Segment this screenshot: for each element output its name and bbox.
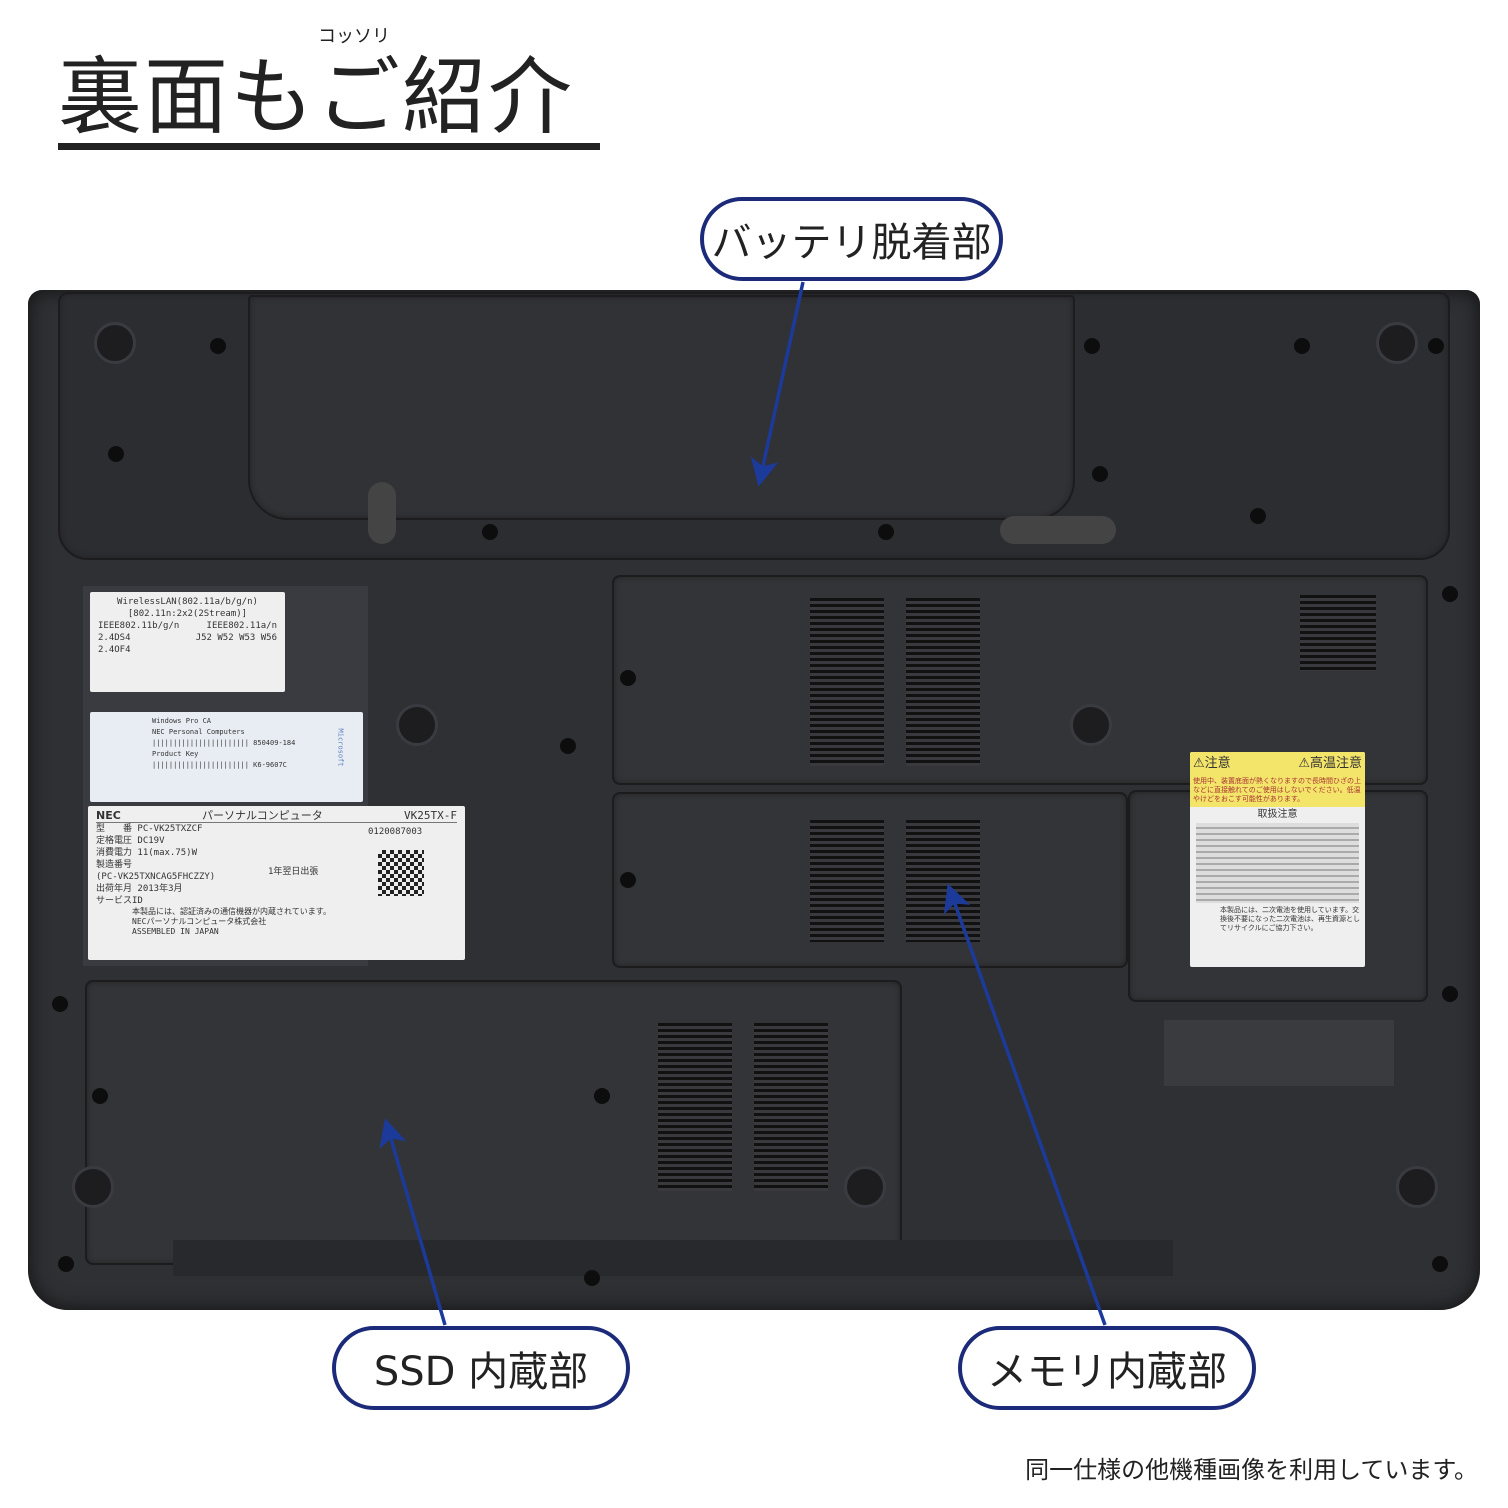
page-title: 裏面もご紹介 bbox=[58, 48, 575, 146]
sticker-text: サービスID bbox=[96, 896, 143, 906]
sticker-text: Product Key bbox=[152, 750, 199, 758]
sticker-text: 製造番号 bbox=[96, 860, 133, 870]
sticker-text: J52 W52 W53 W56 bbox=[195, 633, 277, 643]
rubber-foot bbox=[72, 1166, 114, 1208]
screw bbox=[108, 446, 124, 462]
vent bbox=[754, 1023, 828, 1191]
sticker-text: 本製品には、認証済みの通信機器が内蔵されています。 bbox=[132, 907, 331, 916]
vent bbox=[810, 820, 884, 942]
sticker-text: IEEE802.11b/g/n bbox=[98, 621, 180, 631]
sticker-text: 2.4DS4 bbox=[98, 633, 131, 643]
caution-header: ⚠注意 bbox=[1193, 756, 1231, 771]
windows-coa-sticker: Windows Pro CA NEC Personal Computers ||… bbox=[90, 712, 363, 802]
screw bbox=[584, 1270, 600, 1286]
screw bbox=[878, 524, 894, 540]
rubber-foot bbox=[94, 322, 136, 364]
sticker-text: 0120087003 bbox=[368, 827, 423, 837]
screw bbox=[560, 738, 576, 754]
sticker-text: [802.11n:2x2(2Stream)] bbox=[127, 609, 248, 619]
sticker-text: 消費電力 11(max.75)W bbox=[96, 848, 198, 858]
vent bbox=[906, 820, 980, 942]
rubber-foot bbox=[396, 704, 438, 746]
sticker-text: IEEE802.11a/n bbox=[206, 621, 277, 631]
screw bbox=[620, 670, 636, 686]
sticker-text: NECパーソナルコンピュータ株式会社 bbox=[132, 917, 267, 926]
screw bbox=[210, 338, 226, 354]
sticker-text: パーソナルコンピュータ bbox=[202, 809, 323, 822]
screw bbox=[1432, 1256, 1448, 1272]
rubber-foot bbox=[844, 1166, 886, 1208]
rubber-foot bbox=[1376, 322, 1418, 364]
sticker-text: 850409-184 bbox=[253, 739, 296, 747]
screw bbox=[1428, 338, 1444, 354]
screw bbox=[92, 1088, 108, 1104]
memory-cover-upper bbox=[612, 575, 1428, 785]
qr-code bbox=[378, 850, 424, 896]
sticker-text: (PC-VK25TXNCAG5FHCZZY) bbox=[96, 872, 216, 882]
ssd-arrow bbox=[379, 1118, 447, 1326]
vent bbox=[1300, 595, 1376, 671]
sticker-text: NEC Personal Computers bbox=[152, 728, 245, 736]
battery-arrow bbox=[750, 281, 805, 487]
footer-note: 同一仕様の他機種画像を利用しています。 bbox=[1025, 1456, 1478, 1484]
sticker-text: VK25TX-F bbox=[404, 809, 457, 822]
sticker-text: 2.4OF4 bbox=[98, 645, 131, 655]
screw bbox=[594, 1088, 610, 1104]
sticker-text: ASSEMBLED IN JAPAN bbox=[132, 927, 219, 936]
sticker-text: K6-9607C bbox=[253, 761, 287, 769]
sticker-text: Windows Pro CA bbox=[152, 717, 212, 725]
battery-lock-switch bbox=[368, 482, 396, 544]
sticker-text: WirelessLAN(802.11a/b/g/n) bbox=[117, 597, 258, 607]
bottom-rail bbox=[173, 1240, 1173, 1276]
sticker-text: 型 番 PC-VK25TXZCF bbox=[96, 824, 203, 834]
sticker-text: 定格電圧 DC19V bbox=[96, 836, 165, 846]
wireless-lan-sticker: WirelessLAN(802.11a/b/g/n) [802.11n:2x2(… bbox=[90, 592, 285, 692]
memory-callout: メモリ内蔵部 bbox=[958, 1326, 1256, 1410]
ssd-callout: SSD 内蔵部 bbox=[332, 1326, 630, 1410]
battery-release-switch bbox=[1000, 516, 1116, 544]
vent bbox=[658, 1023, 732, 1191]
caution-sticker: ⚠注意 ⚠高温注意 使用中、装置底面が熱くなりますので長時間ひざの上などに直接触… bbox=[1190, 752, 1365, 967]
battery-callout: バッテリ脱着部 bbox=[700, 197, 1003, 281]
screw bbox=[1092, 466, 1108, 482]
sticker-text: 1年翌日出張 bbox=[268, 867, 319, 877]
rubber-foot bbox=[1070, 704, 1112, 746]
vent bbox=[906, 598, 980, 766]
nec-logo: NEC bbox=[96, 809, 121, 822]
screw bbox=[1084, 338, 1100, 354]
laptop-bottom: WirelessLAN(802.11a/b/g/n) [802.11n:2x2(… bbox=[28, 290, 1480, 1310]
caution-warning-text: 使用中、装置底面が熱くなりますので長時間ひざの上などに直接触れてのご使用はしない… bbox=[1190, 776, 1365, 807]
nec-rating-sticker: NEC パーソナルコンピュータ VK25TX-F 0120087003 1年翌日… bbox=[88, 806, 465, 960]
screw bbox=[1442, 586, 1458, 602]
title-underline bbox=[58, 143, 600, 150]
rubber-pad bbox=[1164, 1020, 1394, 1086]
handling-text bbox=[1196, 823, 1359, 903]
sticker-text: 出荷年月 2013年3月 bbox=[96, 884, 183, 894]
screw bbox=[1442, 986, 1458, 1002]
recycle-text: 本製品には、二次電池を使用しています。交換後不要になった二次電池は、再生資源とし… bbox=[1220, 906, 1360, 932]
high-temp-header: ⚠高温注意 bbox=[1298, 756, 1362, 771]
screw bbox=[52, 996, 68, 1012]
title-ruby: コッソリ bbox=[318, 26, 390, 47]
screw bbox=[620, 872, 636, 888]
memory-arrow bbox=[943, 883, 1107, 1326]
vent bbox=[810, 598, 884, 766]
screw bbox=[1294, 338, 1310, 354]
screw bbox=[1250, 508, 1266, 524]
handling-title: 取扱注意 bbox=[1257, 809, 1298, 820]
screw bbox=[482, 524, 498, 540]
screw bbox=[58, 1256, 74, 1272]
rubber-foot bbox=[1396, 1166, 1438, 1208]
